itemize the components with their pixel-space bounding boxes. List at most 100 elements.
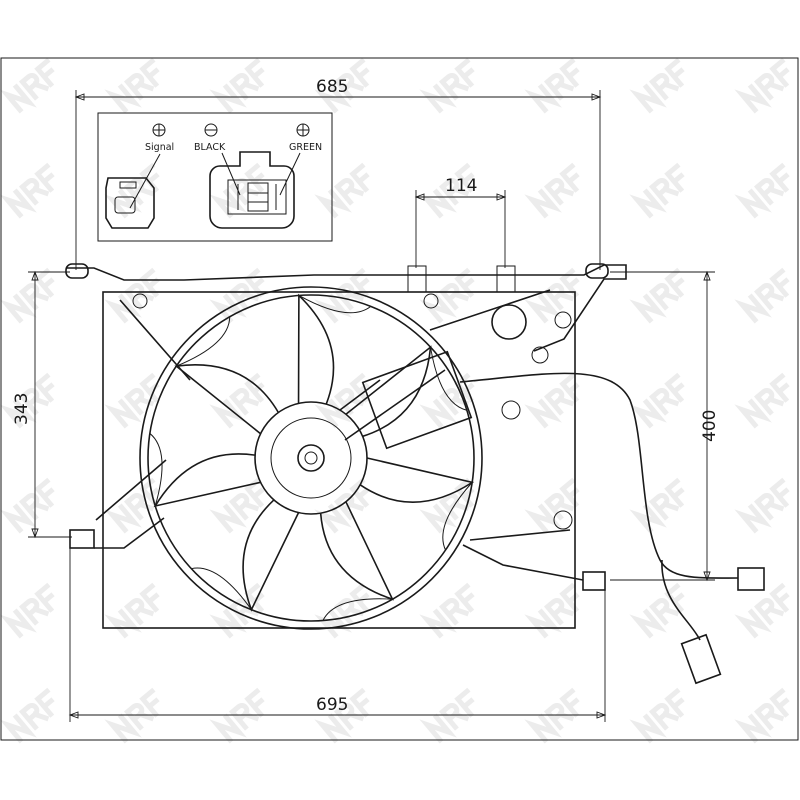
- watermark-logo: [629, 57, 685, 114]
- fan-blade: [297, 293, 335, 405]
- watermark-logo: [0, 582, 55, 639]
- watermark-logo: [104, 687, 160, 744]
- watermark-logo: [734, 162, 790, 219]
- connector-panel: Signal BLACK GREEN: [97, 112, 333, 242]
- fan-ring-outer: [139, 286, 483, 630]
- watermark-logo: [734, 57, 790, 114]
- watermark-logo: [0, 162, 55, 219]
- dimension-lines: 685 114 343 400 695: [12, 77, 720, 722]
- dim-height-left: 343: [12, 393, 32, 425]
- watermark-logo: [209, 372, 265, 429]
- watermark-logo: [314, 477, 370, 534]
- watermark-logo: [209, 162, 265, 219]
- fan-blade: [242, 499, 300, 612]
- watermark-logo: [209, 477, 265, 534]
- fan-blade: [319, 501, 394, 601]
- watermark-logo: [314, 162, 370, 219]
- fan-blade-edge: [191, 567, 252, 610]
- fan-ring-inner: [147, 294, 475, 622]
- watermark-logo: [524, 372, 580, 429]
- connector-panel-box: [97, 112, 333, 242]
- watermark-logo: [419, 57, 475, 114]
- watermark-logo: [314, 372, 370, 429]
- watermark-logo: [419, 477, 475, 534]
- watermark-logo: [104, 477, 160, 534]
- dim-width-bottom: 695: [316, 695, 348, 715]
- watermark-logo: [524, 582, 580, 639]
- bottom-right-mount: [582, 571, 606, 591]
- cable-main: [459, 372, 739, 579]
- watermark-logo: [629, 582, 685, 639]
- watermark-logo: [314, 267, 370, 324]
- wiring-harness: [459, 372, 765, 685]
- watermark-logo: [524, 267, 580, 324]
- fan-shroud: [65, 263, 627, 629]
- signal-connector: [105, 177, 155, 229]
- watermark-logo: [629, 477, 685, 534]
- watermark-logo: [629, 267, 685, 324]
- watermark-logo: [524, 477, 580, 534]
- fan-blade-edge: [322, 598, 393, 621]
- fan: [139, 286, 483, 630]
- fan-blade-edge: [176, 316, 231, 367]
- green-label: GREEN: [289, 142, 322, 153]
- watermark-logo: [734, 477, 790, 534]
- dim-bracket-spacing: 114: [445, 176, 477, 196]
- watermark-logo: [629, 687, 685, 744]
- watermark-logo: [314, 687, 370, 744]
- top-mounting-rail: [66, 264, 627, 352]
- hub-center: [297, 444, 325, 472]
- drawing-frame: [0, 57, 799, 741]
- watermark-logo: [0, 267, 55, 324]
- black-label: BLACK: [194, 142, 226, 153]
- watermark-logo: [734, 372, 790, 429]
- watermark-logo: [629, 372, 685, 429]
- control-module: [361, 350, 473, 450]
- motor-hub: [254, 401, 368, 515]
- watermark-logo: [209, 57, 265, 114]
- watermark-logo: [419, 162, 475, 219]
- left-mount-tab: [65, 263, 89, 279]
- watermark-logo: [104, 372, 160, 429]
- dim-width-top: 685: [316, 77, 348, 97]
- shroud-outline: [102, 291, 576, 629]
- fan-blade: [345, 345, 432, 438]
- wire-grommet: [491, 304, 527, 340]
- fan-blade-edge: [149, 433, 163, 507]
- watermark-logo: [314, 57, 370, 114]
- watermark-logo: [734, 582, 790, 639]
- watermark-logo: [734, 687, 790, 744]
- watermark-logo: [419, 582, 475, 639]
- cable-connector-2: [680, 633, 722, 685]
- watermark-logo: [209, 687, 265, 744]
- watermark-logo: [419, 267, 475, 324]
- watermark-logo: [104, 582, 160, 639]
- cable-branch: [661, 559, 701, 641]
- watermark-logo: [419, 372, 475, 429]
- fan-blade: [174, 364, 280, 435]
- dim-height-right: 400: [700, 410, 720, 442]
- watermark-logo: [0, 57, 55, 114]
- watermark-logo: [524, 687, 580, 744]
- bottom-left-mount: [69, 529, 95, 549]
- watermark-logo: [0, 687, 55, 744]
- watermark-logo: [104, 162, 160, 219]
- fan-blade-edge: [298, 295, 372, 314]
- power-connector: [209, 151, 295, 229]
- watermark-logo: [524, 162, 580, 219]
- fan-blades: [149, 293, 475, 621]
- watermark-logo: [524, 57, 580, 114]
- watermark-logo: [419, 687, 475, 744]
- cable-connector-1: [737, 567, 765, 591]
- watermark-layer: [0, 57, 790, 744]
- fan-blade: [359, 457, 475, 503]
- signal-label: Signal: [145, 142, 174, 153]
- watermark-logo: [104, 57, 160, 114]
- fan-blade-edge: [442, 482, 473, 551]
- watermark-logo: [734, 267, 790, 324]
- watermark-logo: [0, 477, 55, 534]
- fan-blade: [153, 453, 261, 508]
- right-mount-tab: [585, 263, 609, 279]
